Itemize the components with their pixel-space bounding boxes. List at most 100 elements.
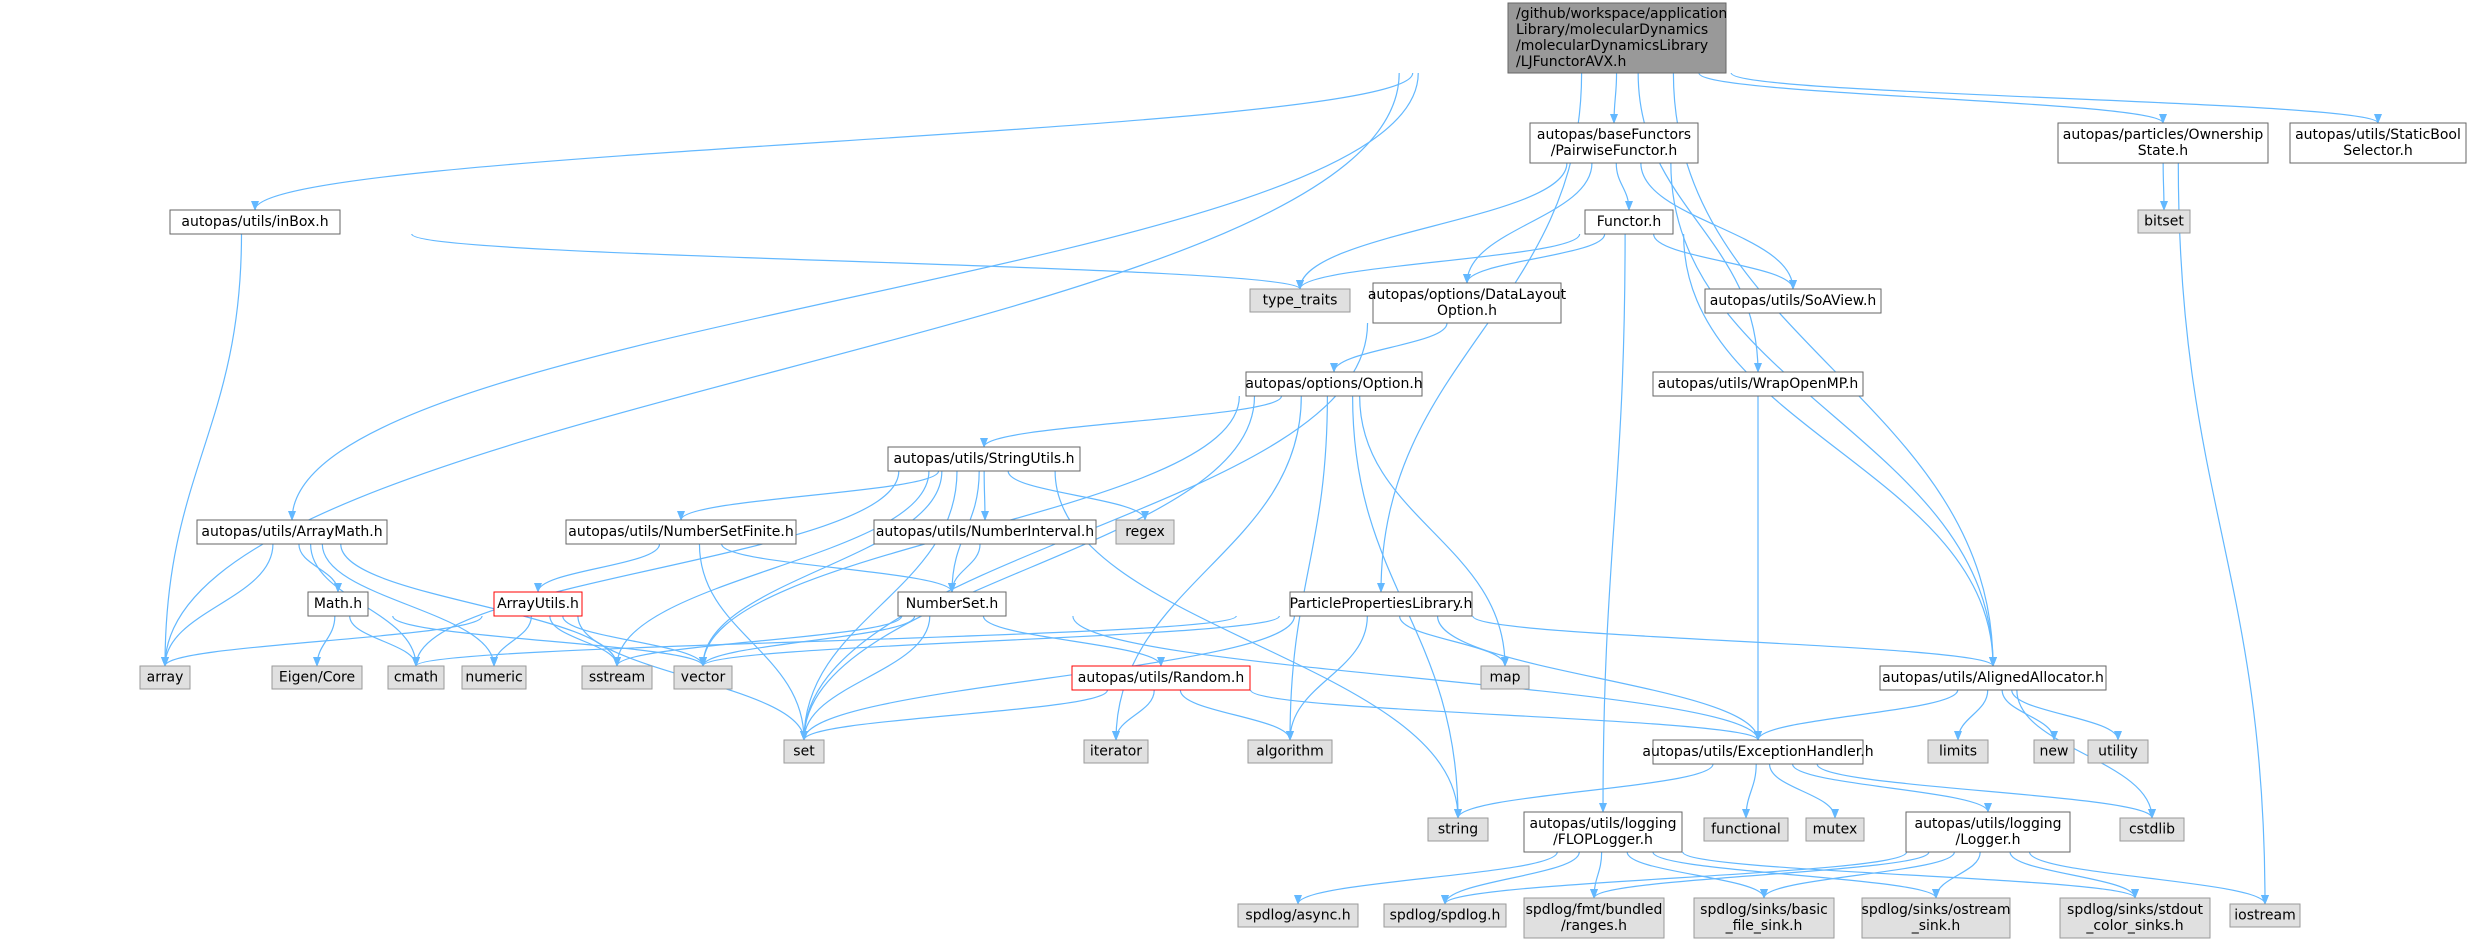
node-label: autopas/utils/WrapOpenMP.h bbox=[1658, 376, 1859, 392]
node-alignedalloc[interactable]: autopas/utils/AlignedAllocator.h bbox=[1879, 665, 2107, 691]
node-soaview[interactable]: autopas/utils/SoAView.h bbox=[1704, 288, 1882, 314]
node-spdranges[interactable]: spdlog/fmt/bundled/ranges.h bbox=[1523, 897, 1665, 939]
node-box bbox=[1927, 739, 1989, 764]
node-label: new bbox=[2040, 744, 2069, 760]
node-logger[interactable]: autopas/utils/logging/Logger.h bbox=[1905, 811, 2071, 853]
node-arraymath[interactable]: autopas/utils/ArrayMath.h bbox=[196, 519, 388, 545]
node-bitset[interactable]: bitset bbox=[2137, 209, 2191, 234]
node-label: spdlog/sinks/basic bbox=[1700, 902, 1828, 918]
edge-exception-to-string bbox=[1454, 763, 1714, 819]
edge-exception-to-mutex bbox=[1768, 763, 1839, 819]
edge-functor-to-soaview bbox=[1653, 233, 1797, 290]
node-label: array bbox=[147, 670, 184, 686]
node-floplogger[interactable]: autopas/utils/logging/FLOPLogger.h bbox=[1523, 811, 1683, 853]
edge-floplogger-to-spdranges bbox=[1590, 851, 1603, 899]
node-label: spdlog/sinks/ostream bbox=[1862, 902, 2011, 918]
node-label: State.h bbox=[2138, 143, 2188, 159]
node-numbersetfinite[interactable]: autopas/utils/NumberSetFinite.h bbox=[565, 519, 797, 545]
node-numeric[interactable]: numeric bbox=[461, 665, 527, 690]
edge-pairwise-to-datalayout bbox=[1463, 162, 1593, 284]
node-map[interactable]: map bbox=[1480, 665, 1530, 690]
node-numberset[interactable]: NumberSet.h bbox=[897, 591, 1007, 617]
node-box bbox=[1704, 288, 1882, 314]
node-exception[interactable]: autopas/utils/ExceptionHandler.h bbox=[1642, 739, 1874, 765]
node-iostream[interactable]: iostream bbox=[2229, 903, 2301, 928]
node-ppl[interactable]: ParticlePropertiesLibrary.h bbox=[1289, 591, 1473, 617]
node-cstdlib[interactable]: cstdlib bbox=[2119, 817, 2185, 842]
node-spdspd[interactable]: spdlog/spdlog.h bbox=[1383, 903, 1507, 928]
node-spdostream[interactable]: spdlog/sinks/ostream_sink.h bbox=[1861, 897, 2011, 939]
edge-stringutils-to-cmath bbox=[412, 470, 900, 667]
node-typetraits[interactable]: type_traits bbox=[1249, 288, 1351, 313]
edge-pairwise-to-soaview bbox=[1640, 162, 1797, 290]
node-mutex[interactable]: mutex bbox=[1805, 817, 1865, 842]
node-box bbox=[1427, 817, 1489, 842]
node-label: autopas/utils/NumberSetFinite.h bbox=[568, 524, 793, 540]
node-label: algorithm bbox=[1256, 744, 1324, 760]
node-cmath[interactable]: cmath bbox=[387, 665, 445, 690]
edge-exception-to-logger bbox=[1791, 763, 1992, 813]
node-arrayutils[interactable]: ArrayUtils.h bbox=[493, 591, 583, 617]
edge-stringutils-to-numberinterval bbox=[980, 470, 989, 521]
node-box bbox=[169, 209, 341, 235]
node-stringutils[interactable]: autopas/utils/StringUtils.h bbox=[887, 446, 1081, 472]
node-spdstdout[interactable]: spdlog/sinks/stdout_color_sinks.h bbox=[2059, 897, 2211, 939]
node-algorithm[interactable]: algorithm bbox=[1247, 739, 1333, 764]
node-label: autopas/particles/Ownership bbox=[2063, 127, 2264, 143]
node-vector[interactable]: vector bbox=[673, 665, 733, 690]
edge-random-to-set bbox=[800, 689, 1109, 741]
node-iterator[interactable]: iterator bbox=[1083, 739, 1149, 764]
edge-alignedalloc-to-new bbox=[2001, 689, 2058, 741]
edge-ppl-to-vector bbox=[699, 615, 1280, 667]
node-array[interactable]: array bbox=[139, 665, 191, 690]
node-box bbox=[1652, 739, 1864, 765]
node-regex[interactable]: regex bbox=[1115, 519, 1175, 545]
node-new[interactable]: new bbox=[2033, 739, 2075, 764]
node-math[interactable]: Math.h bbox=[307, 591, 369, 617]
node-sstream[interactable]: sstream bbox=[581, 665, 653, 690]
node-option[interactable]: autopas/options/Option.h bbox=[1245, 371, 1423, 397]
node-functional[interactable]: functional bbox=[1703, 817, 1789, 842]
edge-ppl-to-alignedalloc bbox=[1472, 615, 1997, 667]
edge-floplogger-to-spdbasic bbox=[1626, 851, 1768, 899]
node-spdasync[interactable]: spdlog/async.h bbox=[1237, 903, 1359, 928]
node-string[interactable]: string bbox=[1427, 817, 1489, 842]
node-label: Eigen/Core bbox=[279, 670, 355, 686]
node-random[interactable]: autopas/utils/Random.h bbox=[1071, 665, 1251, 691]
node-root[interactable]: /github/workspace/applicationLibrary/mol… bbox=[1507, 2, 1727, 74]
edge-alignedalloc-to-utility bbox=[2011, 689, 2122, 741]
node-eigen[interactable]: Eigen/Core bbox=[271, 665, 363, 690]
edge-floplogger-to-spdspd bbox=[1441, 851, 1580, 905]
node-functor[interactable]: Functor.h bbox=[1584, 209, 1674, 235]
node-set[interactable]: set bbox=[783, 739, 825, 764]
node-box bbox=[1507, 2, 1727, 74]
edge-root-to-ownership bbox=[1698, 72, 2167, 124]
edge-ppl-to-map bbox=[1399, 615, 1509, 667]
node-inbox[interactable]: autopas/utils/inBox.h bbox=[169, 209, 341, 235]
node-limits[interactable]: limits bbox=[1927, 739, 1989, 764]
node-wrapopenmp[interactable]: autopas/utils/WrapOpenMP.h bbox=[1652, 371, 1864, 397]
node-numberinterval[interactable]: autopas/utils/NumberInterval.h bbox=[873, 519, 1097, 545]
node-spdbasic[interactable]: spdlog/sinks/basic_file_sink.h bbox=[1693, 897, 1835, 939]
edge-arrayutils-to-sstream bbox=[549, 615, 621, 667]
node-label: autopas/utils/ArrayMath.h bbox=[201, 524, 382, 540]
edge-functor-to-alignedalloc bbox=[1683, 233, 1997, 667]
edge-arrayutils-to-array bbox=[161, 615, 483, 667]
edge-arraymath-to-array bbox=[161, 543, 274, 667]
node-label: sstream bbox=[589, 670, 645, 686]
node-label: regex bbox=[1125, 524, 1165, 540]
edge-stringutils-to-numbersetfinite bbox=[677, 470, 940, 521]
node-label: autopas/utils/NumberInterval.h bbox=[876, 524, 1094, 540]
node-box bbox=[1115, 519, 1175, 545]
node-utility[interactable]: utility bbox=[2087, 739, 2149, 764]
node-pairwise[interactable]: autopas/baseFunctors/PairwiseFunctor.h bbox=[1529, 122, 1699, 164]
node-label: set bbox=[793, 744, 815, 760]
node-box bbox=[565, 519, 797, 545]
node-label: mutex bbox=[1813, 822, 1858, 838]
edge-functor-to-datalayout bbox=[1463, 233, 1606, 284]
node-label: iterator bbox=[1090, 744, 1142, 760]
node-box bbox=[873, 519, 1097, 545]
